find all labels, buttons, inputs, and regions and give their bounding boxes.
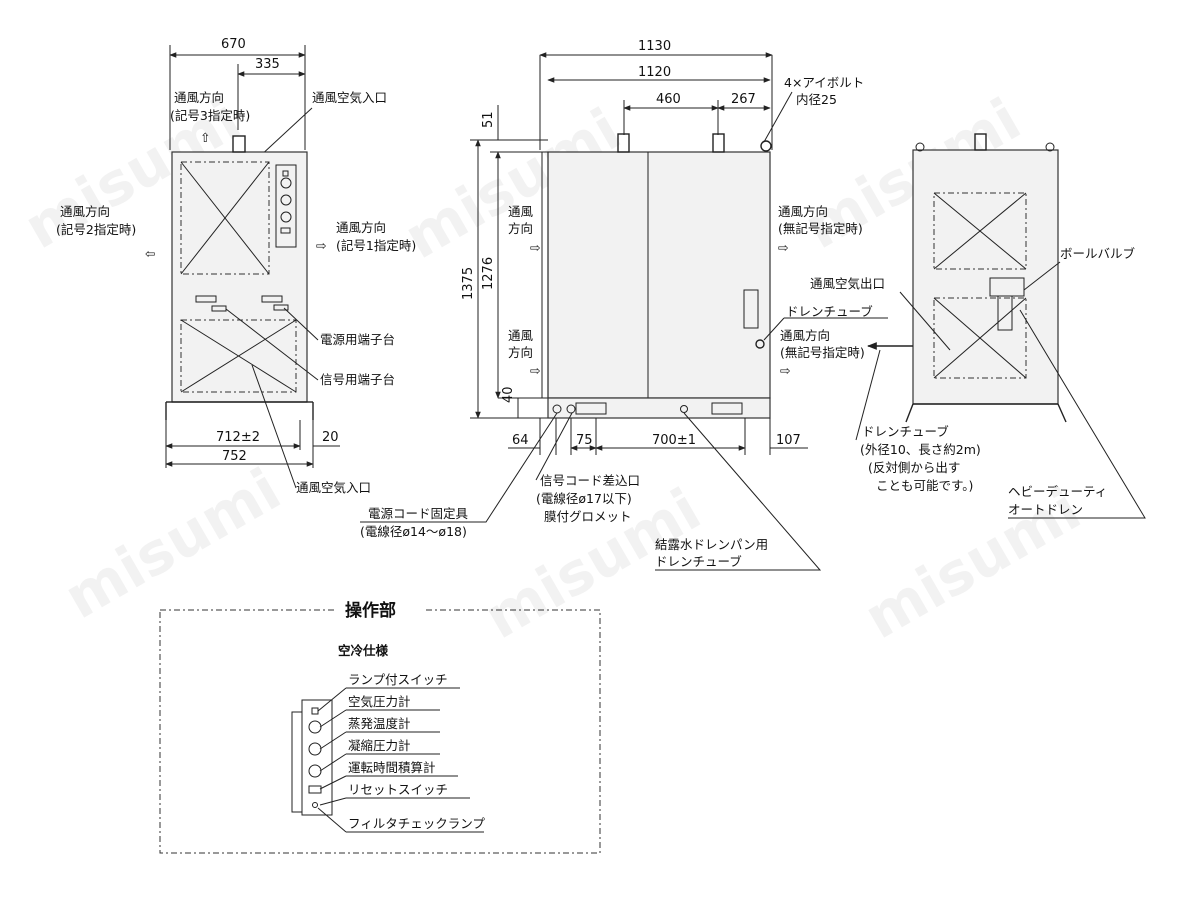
label-airflow-right-note: (記号1指定時): [336, 238, 416, 253]
dim-1375: 1375: [461, 267, 476, 300]
label-air-outlet: 通風空気出口: [810, 276, 885, 291]
panel-item-reset-switch: リセットスイッチ: [348, 782, 448, 797]
dim-1130: 1130: [638, 39, 671, 54]
label-drain-tube: ドレンチューブ: [786, 304, 873, 319]
label-cord-fixture-wire: (電線径ø14～ø18): [360, 524, 467, 539]
label-airflow-top-note: (記号3指定時): [170, 108, 250, 123]
label-airflow-rear: 通風方向: [780, 328, 830, 343]
side-view: 1130 1120 460 267 4×アイボルト 内径25 1375 1276…: [360, 39, 888, 571]
right-arrow-icon: ⇨: [530, 363, 541, 378]
panel-item-lamp-switch: ランプ付スイッチ: [348, 672, 448, 687]
right-arrow-icon: ⇨: [316, 238, 327, 253]
dim-700: 700±1: [652, 433, 696, 448]
label-airflow-left-note: (記号2指定時): [56, 222, 136, 237]
label-signal-inlet: 信号コード差込口: [540, 473, 640, 488]
right-arrow-icon: ⇨: [530, 240, 541, 255]
dim-1276: 1276: [481, 257, 496, 290]
label-signal-terminal: 信号用端子台: [320, 372, 395, 387]
dim-51: 51: [481, 111, 496, 128]
label-ball-valve: ボールバルブ: [1060, 246, 1136, 261]
dim-64: 64: [512, 433, 529, 448]
operation-panel-title: 操作部: [345, 600, 396, 621]
label-eyebolt: 4×アイボルト: [784, 75, 864, 90]
label-rear-drain-note1: (反対側から出す: [868, 460, 960, 475]
svg-text:misumi: misumi: [53, 455, 292, 632]
panel-item-condensing-pressure: 凝縮圧力計: [348, 738, 411, 753]
dim-107: 107: [776, 433, 801, 448]
dim-335: 335: [255, 57, 280, 72]
front-view: 670 335 通風方向 (記号3指定時) ⇧ 通風空気入口: [56, 37, 416, 495]
dim-670: 670: [221, 37, 246, 52]
label-power-terminal: 電源用端子台: [320, 332, 395, 347]
label-pan-drain: 結露水ドレンパン用: [655, 537, 768, 552]
rear-view: ボールバルブ 通風空気出口 通風方向 (無記号指定時) ⇨ ドレンチューブ (外…: [780, 133, 1146, 519]
dim-20: 20: [322, 430, 339, 445]
right-arrow-icon: ⇨: [780, 363, 791, 378]
label-airflow-side-right-note: (無記号指定時): [778, 221, 863, 236]
label-signal-inlet-grommet: 膜付グロメット: [544, 509, 632, 524]
dim-1120: 1120: [638, 65, 671, 80]
dim-40: 40: [501, 386, 516, 403]
label-airflow-rear-note: (無記号指定時): [780, 345, 865, 360]
label-signal-inlet-wire: (電線径ø17以下): [536, 491, 632, 506]
dim-752: 752: [222, 449, 247, 464]
label-pan-drain-tube: ドレンチューブ: [655, 554, 742, 569]
dim-75: 75: [576, 433, 593, 448]
label-airflow-left: 通風方向: [60, 204, 110, 219]
panel-item-hour-meter: 運転時間積算計: [348, 760, 436, 775]
panel-item-air-pressure: 空気圧力計: [348, 694, 411, 709]
label-auto-drain: オートドレン: [1008, 502, 1083, 517]
label-airflow-right: 通風方向: [336, 220, 386, 235]
label-rear-drain-note2: ことも可能です。): [876, 478, 973, 493]
label-airflow-top: 通風方向: [174, 90, 224, 105]
dim-267: 267: [731, 92, 756, 107]
panel-item-filter-check-lamp: フィルタチェックランプ: [348, 816, 485, 831]
label-rear-drain-size: (外径10、長さ約2m): [860, 442, 981, 457]
label-rear-drain-tube: ドレンチューブ: [862, 424, 949, 439]
right-arrow-icon: ⇨: [778, 240, 789, 255]
label-heavy-duty: ヘビーデューティ: [1008, 484, 1107, 499]
dim-712: 712±2: [216, 430, 260, 445]
left-arrow-icon: ⇦: [145, 246, 155, 261]
panel-item-evaporation-temp: 蒸発温度計: [348, 716, 411, 731]
operation-panel-subtitle: 空冷仕様: [338, 643, 389, 658]
label-air-inlet-top: 通風空気入口: [312, 90, 387, 105]
label-eyebolt-diameter: 内径25: [796, 92, 837, 107]
label-airflow-side-right: 通風方向: [778, 204, 828, 219]
label-air-inlet-bottom: 通風空気入口: [296, 480, 371, 495]
operation-panel-box: 操作部 空冷仕様 ランプ付スイッチ 空気圧力計 蒸発温度計 凝縮圧力計 運転時間…: [159, 596, 601, 854]
label-airflow-lower-dir: 方向: [508, 345, 533, 360]
label-airflow-upper-dir: 方向: [508, 221, 533, 236]
up-arrow-icon: ⇧: [200, 130, 210, 145]
label-cord-fixture: 電源コード固定具: [368, 506, 469, 521]
dim-460: 460: [656, 92, 681, 107]
label-airflow-lower: 通風: [508, 328, 534, 343]
label-airflow-upper: 通風: [508, 204, 534, 219]
